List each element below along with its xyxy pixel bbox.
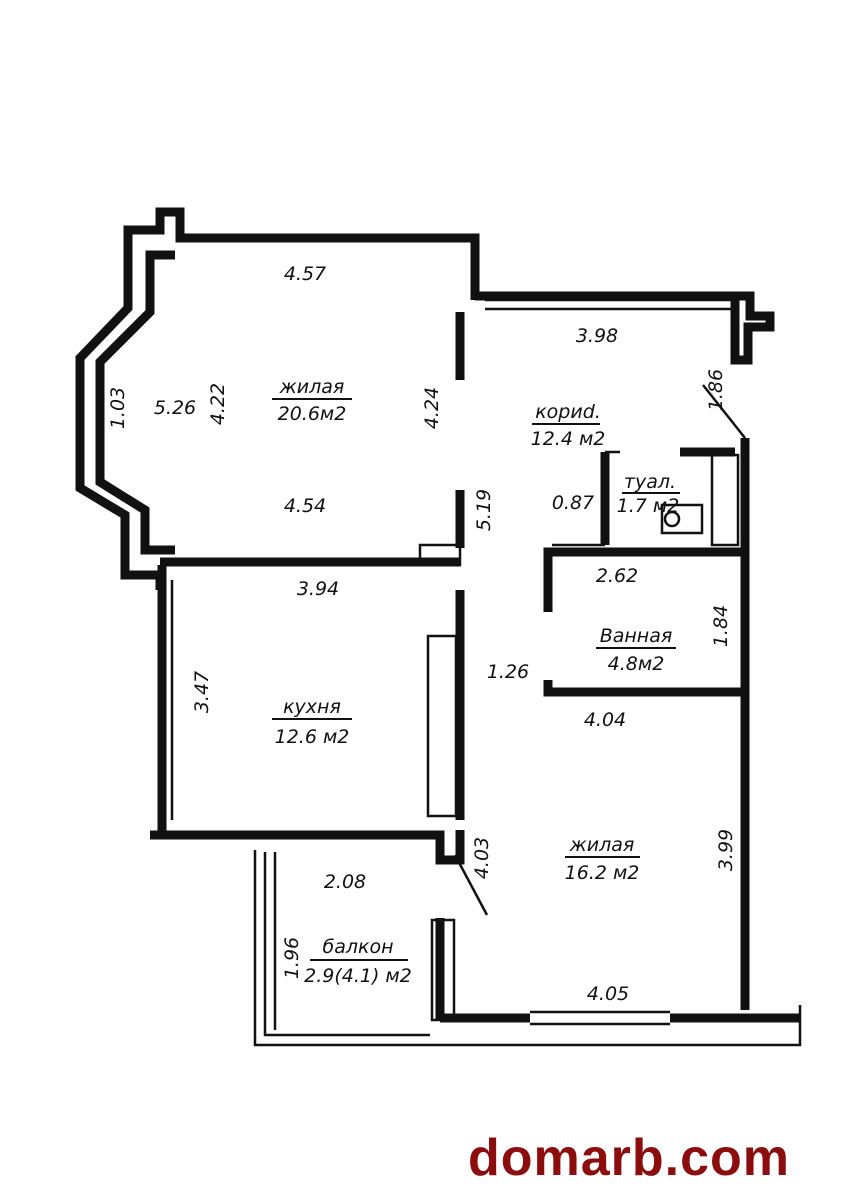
room-name: кориd. (535, 401, 601, 423)
dimension-label: 0.87 (552, 492, 594, 514)
room-area: 4.8м2 (608, 653, 665, 675)
dimension-label: 4.57 (284, 263, 326, 285)
dimension-label: 1.03 (107, 387, 129, 429)
dimension-label: 1.26 (487, 661, 529, 683)
room-name: жилая (279, 376, 345, 398)
room-name: кухня (283, 696, 341, 718)
dimension-label: 1.84 (710, 605, 732, 647)
room-area: 2.9(4.1) м2 (304, 965, 412, 987)
dimension-label: 4.22 (207, 383, 229, 425)
dimension-label: 4.05 (587, 983, 629, 1005)
walls (75, 207, 802, 1047)
room-labels: жилая 20.6м2 кориd. 12.4 м2 туал. 1.7 м2… (272, 376, 680, 987)
watermark: domarb.com (467, 1129, 790, 1187)
dimension-labels: 4.57 3.98 1.86 1.03 5.26 4.22 4.24 5.19 … (107, 263, 737, 1005)
dimension-label: 1.96 (281, 937, 303, 979)
dimension-label: 3.94 (297, 578, 339, 600)
dimension-label: 3.99 (715, 829, 737, 871)
dimension-label: 5.19 (473, 489, 495, 531)
dimension-label: 3.47 (191, 671, 213, 713)
dimension-label: 2.08 (324, 871, 366, 893)
dimension-label: 5.26 (154, 397, 196, 419)
room-name: жилая (569, 834, 635, 856)
room-name: туал. (624, 471, 676, 493)
room-area: 12.4 м2 (531, 428, 606, 450)
dimension-label: 4.04 (584, 709, 626, 731)
dimension-label: 3.98 (576, 325, 618, 347)
room-name: балкон (322, 936, 393, 958)
dimension-label: 4.24 (421, 387, 443, 429)
dimension-label: 2.62 (596, 565, 638, 587)
room-area: 16.2 м2 (565, 862, 640, 884)
dimension-label: 4.03 (471, 837, 493, 879)
room-area: 12.6 м2 (275, 726, 350, 748)
dimension-label: 1.86 (705, 369, 727, 411)
room-name: Ванная (600, 625, 673, 647)
room-area: 1.7 м2 (617, 495, 680, 517)
room-area: 20.6м2 (278, 403, 347, 425)
dimension-label: 4.54 (284, 495, 326, 517)
